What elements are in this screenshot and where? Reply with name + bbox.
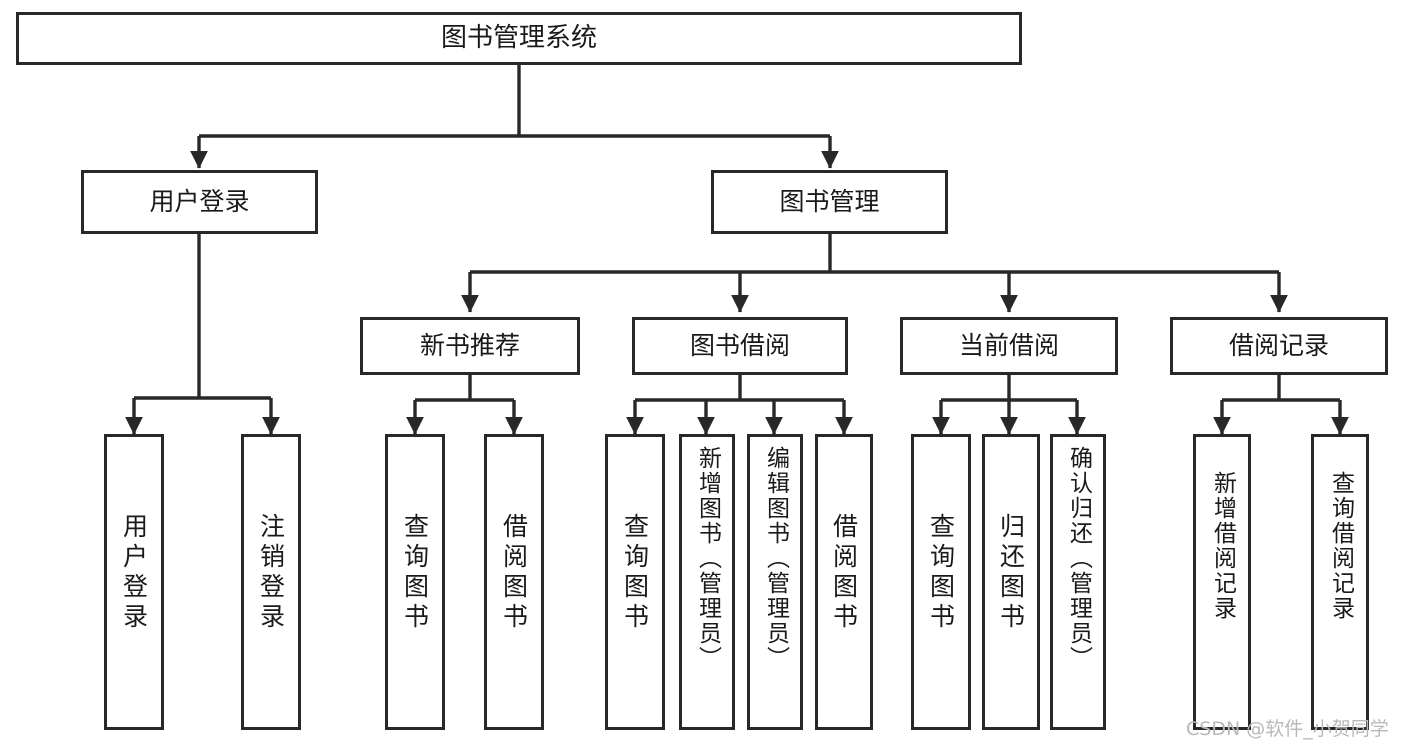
node-current-borrow-label: 当前借阅 <box>958 331 1059 360</box>
node-leaf-user-login-label: 用户登录 <box>119 513 149 633</box>
node-leaf-query-record[interactable]: 查询借阅记录 <box>1311 434 1369 730</box>
node-leaf-query-book-1-label: 查询图书 <box>400 513 430 633</box>
node-leaf-query-book-3[interactable]: 查询图书 <box>911 434 971 730</box>
node-leaf-borrow-book-1[interactable]: 借阅图书 <box>484 434 544 730</box>
node-root[interactable]: 图书管理系统 <box>16 12 1022 65</box>
node-leaf-edit-book[interactable]: 编辑图书（管理员） <box>747 434 803 730</box>
node-leaf-query-record-label: 查询借阅记录 <box>1327 471 1354 621</box>
node-leaf-add-book[interactable]: 新增图书（管理员） <box>679 434 735 730</box>
node-leaf-query-book-2[interactable]: 查询图书 <box>605 434 665 730</box>
node-leaf-add-book-label: 新增图书（管理员） <box>694 446 721 671</box>
node-leaf-confirm-return[interactable]: 确认归还（管理员） <box>1050 434 1106 730</box>
node-leaf-logout-login-label: 注销登录 <box>256 513 286 633</box>
node-user-login[interactable]: 用户登录 <box>81 170 318 234</box>
node-borrow-record-label: 借阅记录 <box>1228 331 1329 360</box>
node-book-management[interactable]: 图书管理 <box>711 170 948 234</box>
node-leaf-query-book-3-label: 查询图书 <box>926 513 956 633</box>
node-new-book-recommend-label: 新书推荐 <box>419 331 520 360</box>
node-leaf-confirm-return-label: 确认归还（管理员） <box>1065 446 1092 671</box>
node-leaf-borrow-book-2[interactable]: 借阅图书 <box>815 434 873 730</box>
node-leaf-borrow-book-1-label: 借阅图书 <box>499 513 529 633</box>
node-leaf-add-record[interactable]: 新增借阅记录 <box>1193 434 1251 730</box>
node-borrow-record[interactable]: 借阅记录 <box>1170 317 1388 375</box>
node-leaf-return-book[interactable]: 归还图书 <box>982 434 1040 730</box>
node-leaf-edit-book-label: 编辑图书（管理员） <box>762 446 789 671</box>
node-leaf-query-book-2-label: 查询图书 <box>620 513 650 633</box>
node-root-label: 图书管理系统 <box>440 22 597 53</box>
node-book-borrow-label: 图书借阅 <box>689 331 790 360</box>
node-leaf-query-book-1[interactable]: 查询图书 <box>385 434 445 730</box>
node-leaf-return-book-label: 归还图书 <box>996 513 1026 633</box>
node-book-management-label: 图书管理 <box>779 187 880 216</box>
node-user-login-label: 用户登录 <box>149 187 250 216</box>
node-book-borrow[interactable]: 图书借阅 <box>632 317 848 375</box>
node-current-borrow[interactable]: 当前借阅 <box>900 317 1118 375</box>
node-leaf-user-login[interactable]: 用户登录 <box>104 434 164 730</box>
csdn-watermark: CSDN @软件_小贺同学 <box>1186 718 1389 740</box>
node-new-book-recommend[interactable]: 新书推荐 <box>360 317 580 375</box>
node-leaf-logout-login[interactable]: 注销登录 <box>241 434 301 730</box>
node-leaf-borrow-book-2-label: 借阅图书 <box>829 513 859 633</box>
node-leaf-add-record-label: 新增借阅记录 <box>1209 471 1236 621</box>
